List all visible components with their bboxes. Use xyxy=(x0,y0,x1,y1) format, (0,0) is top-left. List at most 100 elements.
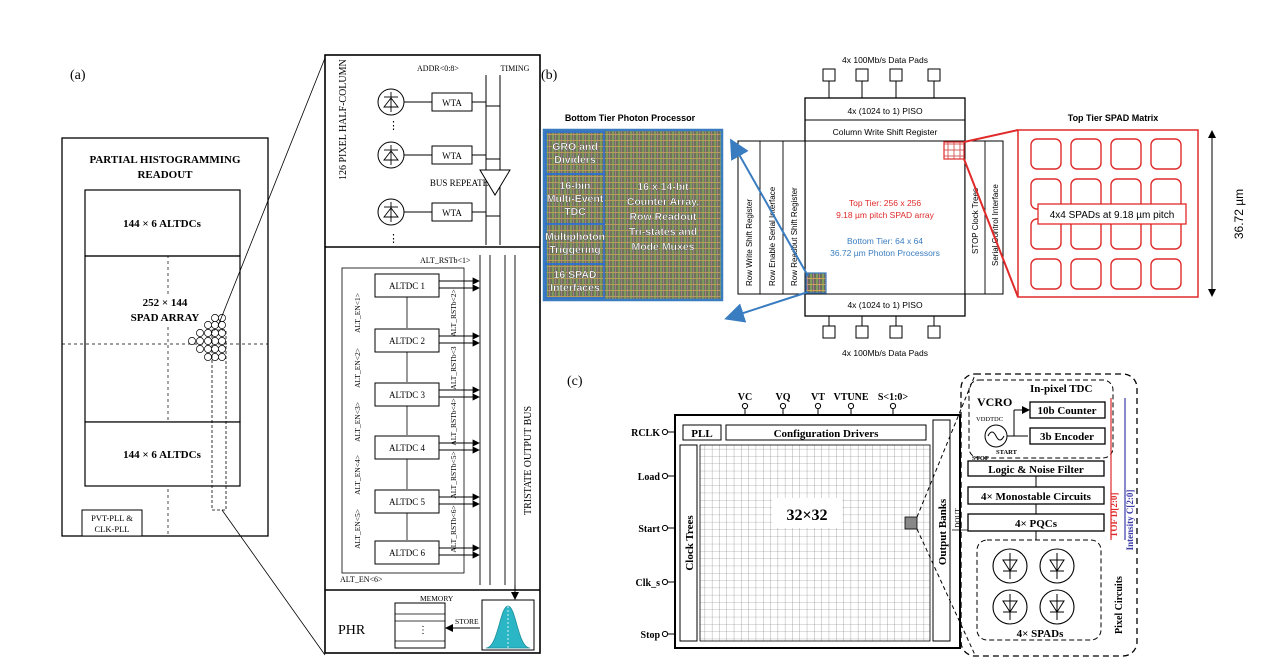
signal-pin xyxy=(661,472,669,480)
wta-label: WTA xyxy=(442,208,462,218)
spad-pixel xyxy=(196,345,204,353)
data-pad xyxy=(927,325,941,339)
in-pixel-tdc-label: In-pixel TDC xyxy=(1030,383,1093,395)
intensity-label: Intensity C[2:0] xyxy=(1125,490,1135,551)
addr-label: ADDR<0:8> xyxy=(417,64,459,73)
top-signal-label: VTUNE xyxy=(833,392,868,403)
alt-en-label: ALT_EN<2> xyxy=(353,348,362,388)
left-signal-label: Stop xyxy=(641,630,661,641)
pll-line2: CLK-PLL xyxy=(95,524,130,534)
spad-cell xyxy=(1110,258,1142,290)
alt-rstb-label: ALT_RSTb<6> xyxy=(449,505,458,552)
panel-label-a: (a) xyxy=(70,68,86,83)
zoom-line-top xyxy=(217,57,326,327)
encoder-3b-label: 3b Encoder xyxy=(1040,431,1094,443)
data-pad xyxy=(822,325,836,339)
counter-array-label: Counter Array, xyxy=(627,196,699,208)
die-labels: GRO andDividers16-binMulti-EventTDCMulti… xyxy=(545,141,700,294)
altdc-block-top xyxy=(84,189,241,257)
top-signal-label: VC xyxy=(738,392,752,403)
data-pads-top-label: 4x 100Mb/s Data Pads xyxy=(842,55,928,65)
row-readout-label: Row Readout Shift Register xyxy=(790,187,799,286)
spads-pitch-label: 4x4 SPADs at 9.18 µm pitch xyxy=(1050,210,1175,221)
multiphoton-label: Multiphoton xyxy=(545,231,605,243)
spad-pixel xyxy=(204,321,212,329)
timing-label: TIMING xyxy=(501,64,530,73)
alt-rstb-label: ALT_RSTb<3 xyxy=(449,346,458,389)
output-banks-label: Output Banks xyxy=(937,498,949,565)
altdc-label: ALTDC 1 xyxy=(389,281,425,291)
spad-cell xyxy=(1110,138,1142,170)
spad-pixel xyxy=(211,321,219,329)
spad-pixel xyxy=(218,329,226,337)
altdc-block-bottom-label: 144 × 6 ALTDCs xyxy=(123,449,201,461)
data-pad xyxy=(855,68,869,82)
signal-pin xyxy=(779,402,787,410)
panel-label-c: (c) xyxy=(567,374,583,389)
spad-pixel xyxy=(218,353,226,361)
stop-signal-label: STOP xyxy=(972,455,989,462)
stop-clock-label: STOP Clock Trees xyxy=(971,188,980,254)
panel-label-b: (b) xyxy=(541,68,558,83)
alt-rstb-label: ALT_RSTb<2> xyxy=(449,289,458,336)
svg-text:⋮: ⋮ xyxy=(418,625,428,636)
dimension-label: 36.72 µm xyxy=(1232,189,1246,239)
row-write-label: Row Write Shift Register xyxy=(745,199,754,286)
spads-pitch-box xyxy=(1037,203,1187,225)
svg-text:⋮: ⋮ xyxy=(388,233,399,245)
chip-b-outline xyxy=(804,97,966,317)
signal-pin xyxy=(889,402,897,410)
panel-a: (a) PARTIAL HISTOGRAMMING READOUT 144 × … xyxy=(61,54,541,656)
altdc-label: ALTDC 6 xyxy=(389,548,425,558)
altdc-label: ALTDC 5 xyxy=(389,497,425,507)
spad-interfaces-label: 16 SPAD xyxy=(554,269,597,281)
alt-en-label: ALT_EN<3> xyxy=(353,402,362,442)
row-enable-label: Row Enable Serial Interface xyxy=(768,186,777,286)
dout-label: DOUT xyxy=(954,508,962,528)
store-label: STORE xyxy=(455,617,479,626)
top-tier-line2: 9.18 µm pitch SPAD array xyxy=(836,210,935,220)
start-signal-label: START xyxy=(996,449,1018,456)
spad-pixel xyxy=(211,314,219,322)
column-write-label: Column Write Shift Register xyxy=(833,127,938,137)
spad-cell xyxy=(1030,258,1062,290)
pixel-circuits-label: Pixel Circuits xyxy=(1114,576,1125,634)
spad-pixel xyxy=(204,337,212,345)
left-signal-label: Start xyxy=(638,524,660,535)
signal-pin xyxy=(661,428,669,436)
spad-pixel xyxy=(211,337,219,345)
data-pads-bottom xyxy=(822,316,941,339)
gro-label: GRO and xyxy=(552,141,598,153)
multiphoton-label: Triggering xyxy=(549,244,600,256)
counter-10b-block xyxy=(1029,401,1106,419)
alt-en-label: ALT_EN<5> xyxy=(353,509,362,549)
spad-pixel xyxy=(211,353,219,361)
spad-cell xyxy=(1030,138,1062,170)
signal-pin xyxy=(741,402,749,410)
serial-control-label: Serial Control Interface xyxy=(991,184,1000,266)
altdc-block-top-label: 144 × 6 ALTDCs xyxy=(123,218,201,230)
half-column-label: 126 PIXEL HALF-COLUMN xyxy=(338,59,349,180)
data-pad xyxy=(822,68,836,82)
pll-block xyxy=(81,509,143,537)
memory-label: MEMORY xyxy=(420,594,454,603)
counter-array-label: Row Readout xyxy=(629,211,697,223)
in-pixel-tdc-frame xyxy=(968,379,1114,459)
spad-cell xyxy=(1070,258,1102,290)
spad-pixel xyxy=(188,337,196,345)
altdc-block xyxy=(374,540,440,565)
die-blocks xyxy=(545,131,605,299)
monostable-label: 4× Monostable Circuits xyxy=(981,491,1092,503)
top-signal-label: VT xyxy=(811,392,825,403)
spad-pixel xyxy=(196,329,204,337)
pixel-detail-frame xyxy=(960,373,1138,657)
wta-label: WTA xyxy=(442,98,462,108)
selected-pixel xyxy=(904,516,918,530)
altdc-label: ALTDC 2 xyxy=(389,336,425,346)
signal-pin xyxy=(814,402,822,410)
bottom-tier-line2: 36.72 µm Photon Processors xyxy=(830,248,940,258)
altdc-chain-frame xyxy=(341,267,465,574)
right-columns xyxy=(964,140,1004,295)
pixel-array-grid xyxy=(699,444,931,642)
